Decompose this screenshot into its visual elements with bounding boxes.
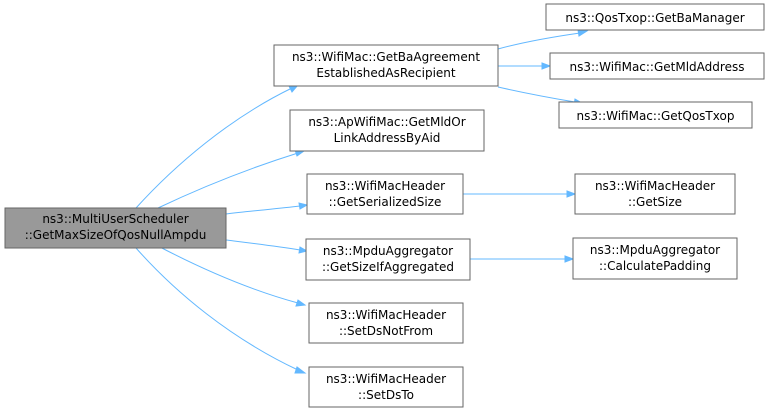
- node-get-ba-agreement[interactable]: ns3::WifiMac::GetBaAgreement Established…: [273, 44, 499, 87]
- node-set-ds-not-from[interactable]: ns3::WifiMacHeader ::SetDsNotFrom: [308, 302, 464, 344]
- edge-get-ba-agreement-to-get-mld-address: [498, 62, 552, 70]
- node-get-mld-address[interactable]: ns3::WifiMac::GetMldAddress: [549, 52, 765, 80]
- node-get-serialized-size-line-1: ns3::WifiMacHeader: [325, 179, 445, 193]
- node-set-ds-to-line-2: ::SetDsTo: [358, 388, 414, 402]
- node-get-ba-agreement-line-1: ns3::WifiMac::GetBaAgreement: [292, 50, 480, 64]
- node-root-line-2: ::GetMaxSizeOfQosNullAmpdu: [25, 228, 207, 242]
- node-root-line-1: ns3::MultiUserScheduler: [42, 212, 188, 226]
- node-get-size-if-aggregated[interactable]: ns3::MpduAggregator ::GetSizeIfAggregate…: [305, 238, 471, 281]
- node-get-mld-or-link-line-1: ns3::ApWifiMac::GetMldOr: [308, 115, 465, 129]
- node-get-serialized-size[interactable]: ns3::WifiMacHeader ::GetSerializedSize: [306, 173, 464, 215]
- node-get-size-if-aggregated-line-1: ns3::MpduAggregator: [323, 244, 453, 258]
- node-get-size[interactable]: ns3::WifiMacHeader ::GetSize: [574, 173, 736, 215]
- edge-root-to-get-mld-or-link: [157, 149, 306, 209]
- node-get-size-line-1: ns3::WifiMacHeader: [595, 179, 715, 193]
- edge-root-to-get-ba-agreement: [135, 84, 300, 209]
- node-get-qos-txop[interactable]: ns3::WifiMac::GetQosTxop: [558, 101, 753, 129]
- node-get-mld-or-link[interactable]: ns3::ApWifiMac::GetMldOr LinkAddressByAi…: [289, 109, 485, 152]
- node-get-mld-or-link-line-2: LinkAddressByAid: [334, 131, 441, 145]
- node-get-serialized-size-line-2: ::GetSerializedSize: [329, 195, 442, 209]
- node-set-ds-to[interactable]: ns3::WifiMacHeader ::SetDsTo: [308, 366, 464, 408]
- node-get-qos-txop-label: ns3::WifiMac::GetQosTxop: [577, 109, 735, 123]
- edge-root-to-set-ds-to: [135, 247, 307, 374]
- node-get-size-if-aggregated-line-2: ::GetSizeIfAggregated: [322, 260, 454, 274]
- node-set-ds-not-from-line-2: ::SetDsNotFrom: [339, 324, 433, 338]
- edge-root-to-get-serialized-size: [225, 202, 309, 215]
- edge-get-ba-agreement-to-get-ba-manager: [497, 29, 589, 50]
- node-set-ds-not-from-line-1: ns3::WifiMacHeader: [326, 308, 446, 322]
- node-get-size-line-2: ::GetSize: [628, 195, 682, 209]
- edge-get-size-if-aggregated-to-calculate-padding: [470, 255, 575, 263]
- node-get-mld-address-label: ns3::WifiMac::GetMldAddress: [570, 60, 745, 74]
- node-root[interactable]: ns3::MultiUserScheduler ::GetMaxSizeOfQo…: [4, 207, 227, 249]
- node-calculate-padding[interactable]: ns3::MpduAggregator ::CalculatePadding: [572, 237, 738, 280]
- nodes-layer: ns3::MultiUserScheduler ::GetMaxSizeOfQo…: [4, 3, 765, 408]
- edge-get-serialized-size-to-get-size: [463, 190, 577, 198]
- node-set-ds-to-line-1: ns3::WifiMacHeader: [326, 372, 446, 386]
- node-calculate-padding-line-2: ::CalculatePadding: [599, 259, 711, 273]
- node-get-ba-manager[interactable]: ns3::QosTxop::GetBaManager: [545, 3, 765, 31]
- node-get-ba-manager-label: ns3::QosTxop::GetBaManager: [565, 11, 744, 25]
- edge-root-to-get-size-if-aggregated: [225, 239, 309, 254]
- edge-root-to-set-ds-not-from: [157, 245, 307, 307]
- node-calculate-padding-line-1: ns3::MpduAggregator: [590, 243, 720, 257]
- node-get-ba-agreement-line-2: EstablishedAsRecipient: [316, 66, 456, 80]
